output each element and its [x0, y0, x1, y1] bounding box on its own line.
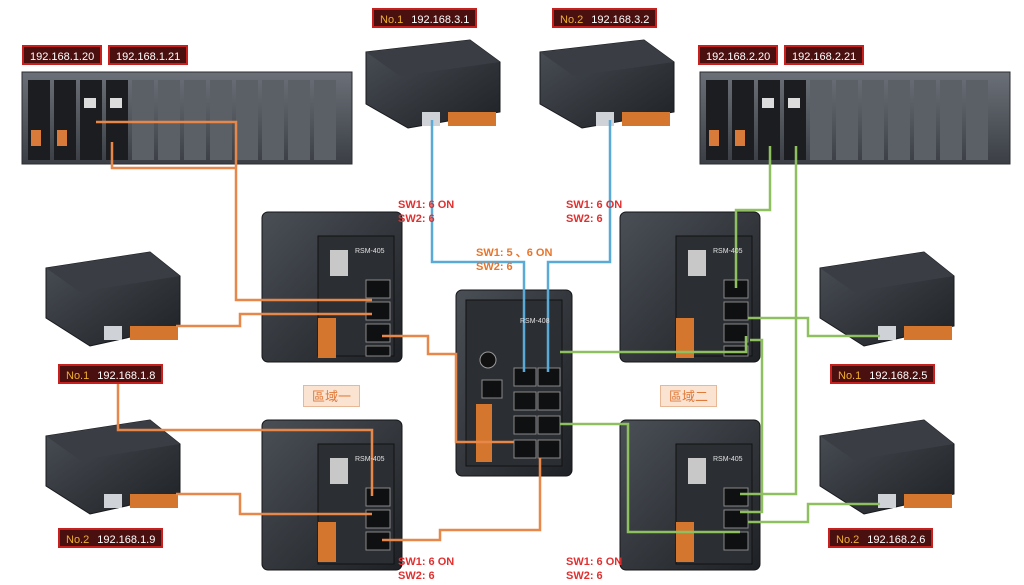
device-ip: 192.168.2.6: [867, 534, 926, 546]
ip-label-left-no2: No.2 192.168.1.9: [58, 528, 164, 548]
device-ip: 192.168.1.8: [97, 370, 156, 382]
switch-note-line: SW2: 6: [566, 570, 603, 582]
switch-rsm405-right-top: [619, 211, 761, 363]
switch-note-line: SW2: 6: [476, 261, 513, 273]
zone1-links: [96, 120, 542, 542]
controller-top-no1: [365, 39, 501, 129]
switch-note-line: SW1: 5 、6 ON: [476, 247, 553, 259]
ip-label-rack-right-a: 192.168.2.20: [698, 45, 779, 65]
switch-note-line: SW1: 6 ON: [398, 556, 455, 568]
switch-model-right-bottom: RSM-405: [713, 456, 743, 463]
device-number: No.2: [66, 534, 90, 546]
switch-note-line: SW2: 6: [566, 213, 603, 225]
ip-label-rack-right-b: 192.168.2.21: [784, 45, 865, 65]
device-ip: 192.168.2.5: [869, 370, 928, 382]
switch-model-right-top: RSM-405: [713, 248, 743, 255]
switch-note-bottom-right: SW1: 6 ON SW2: 6: [566, 555, 622, 583]
switch-note-bottom-left: SW1: 6 ON SW2: 6: [398, 555, 454, 583]
io-rack-right: [699, 71, 1011, 165]
device-number: No.1: [380, 14, 404, 26]
zone-label-1: 區域一: [303, 385, 361, 407]
controller-right-no1: [819, 251, 955, 347]
uplink-links: [430, 120, 612, 372]
device-ip: 192.168.1.9: [97, 534, 156, 546]
ip-label-top-no2: No.2 192.168.3.2: [552, 8, 658, 28]
ip-label-rack-left-a: 192.168.1.20: [22, 45, 103, 65]
controller-left-no1: [45, 251, 181, 347]
switch-rsm405-left-bottom: [261, 419, 403, 571]
zone2-links: [560, 146, 880, 534]
switch-note-line: SW1: 6 ON: [566, 556, 623, 568]
switch-note-line: SW2: 6: [398, 570, 435, 582]
ip-label-right-no2: No.2 192.168.2.6: [828, 528, 934, 548]
switch-note-top-left: SW1: 6 ON SW2: 6: [398, 198, 454, 226]
switch-note-top-right: SW1: 6 ON SW2: 6: [566, 198, 622, 226]
switch-rsm405-right-bottom: [619, 419, 761, 571]
switch-model-center: RSM-408: [520, 318, 550, 325]
controller-top-no2: [539, 39, 675, 129]
ip-label-left-no1: No.1 192.168.1.8: [58, 364, 164, 384]
io-rack-left: [21, 71, 353, 165]
switch-note-line: SW2: 6: [398, 213, 435, 225]
switch-rsm408-center: [455, 289, 573, 477]
device-number: No.2: [836, 534, 860, 546]
device-number: No.1: [66, 370, 90, 382]
ip-label-top-no1: No.1 192.168.3.1: [372, 8, 478, 28]
switch-note-line: SW1: 6 ON: [566, 199, 623, 211]
controller-right-no2: [819, 419, 955, 515]
device-number: No.1: [838, 370, 862, 382]
ip-label-right-no1: No.1 192.168.2.5: [830, 364, 936, 384]
switch-rsm405-left-top: [261, 211, 403, 363]
controller-left-no2: [45, 419, 181, 515]
ip-label-rack-left-b: 192.168.1.21: [108, 45, 189, 65]
switch-model-left-bottom: RSM-405: [355, 456, 385, 463]
device-number: No.2: [560, 14, 584, 26]
switch-note-center: SW1: 5 、6 ON SW2: 6: [476, 246, 552, 274]
device-ip: 192.168.3.2: [591, 14, 650, 26]
zone-label-2: 區域二: [660, 385, 718, 407]
switch-model-left-top: RSM-405: [355, 248, 385, 255]
switch-note-line: SW1: 6 ON: [398, 199, 455, 211]
device-ip: 192.168.3.1: [411, 14, 470, 26]
